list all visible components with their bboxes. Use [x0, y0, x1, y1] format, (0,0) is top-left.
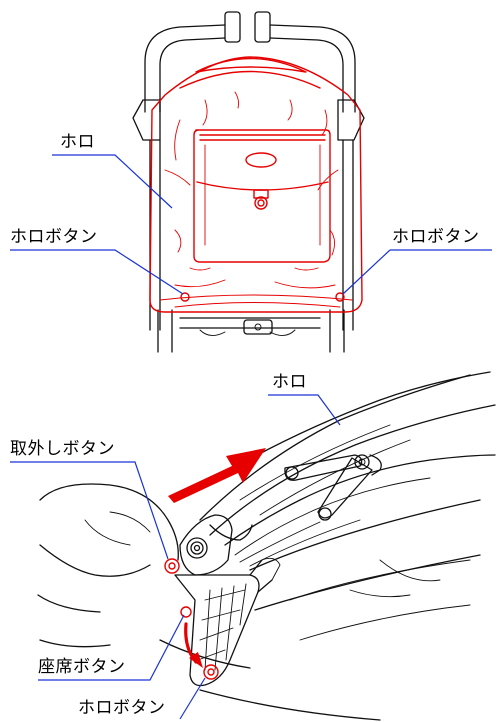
- leader-lines-detail: [10, 394, 341, 720]
- label-seat-button: 座席ボタン: [38, 657, 126, 677]
- canopy-button-right: [335, 292, 345, 302]
- seat-fabric: [37, 483, 481, 721]
- canopy-top: [149, 56, 363, 313]
- release-button: [164, 558, 180, 574]
- label-release-button: 取外しボタン: [10, 439, 115, 459]
- handle-bar: [132, 11, 365, 141]
- rotate-arrow-icon: [184, 622, 203, 668]
- label-canopy-button-detail: ホロボタン: [78, 698, 166, 718]
- buttons-detail: [164, 558, 219, 680]
- direction-arrow-icon: [168, 448, 266, 503]
- canopy-button-left: [180, 292, 190, 302]
- leader-lines-top: [10, 154, 492, 295]
- label-canopy-button-right: ホロボタン: [392, 227, 480, 247]
- canopy-button-detail: [203, 664, 219, 680]
- label-canopy-detail: ホロ: [272, 372, 307, 392]
- seat-button: [180, 606, 192, 618]
- label-canopy-button-left: ホロボタン: [10, 227, 98, 247]
- frame-legs: [149, 139, 354, 353]
- canopy-frame-detail: [174, 371, 496, 687]
- label-canopy-top: ホロ: [60, 132, 95, 152]
